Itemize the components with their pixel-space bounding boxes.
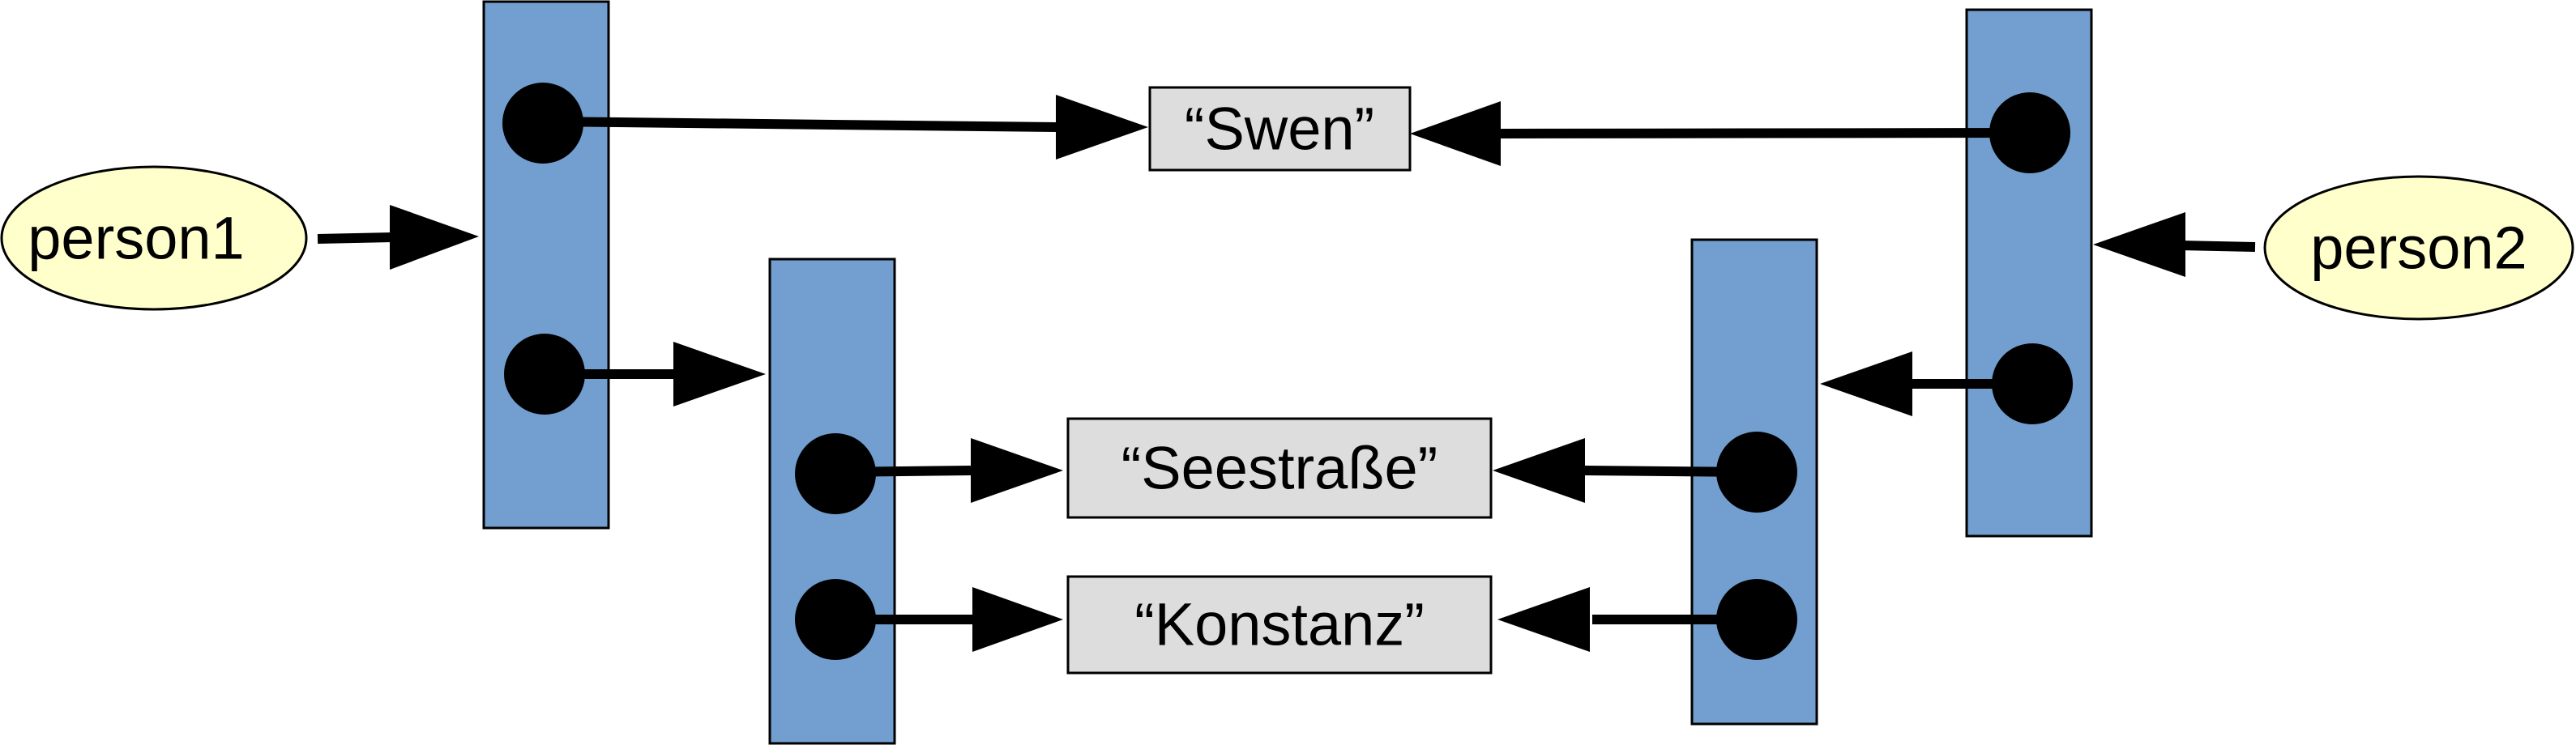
arrowhead-person1-var xyxy=(390,205,479,270)
arrowhead-person1-address xyxy=(673,342,766,407)
address2-city-field-dot xyxy=(1716,579,1797,660)
person2-address-field-dot xyxy=(1992,343,2073,424)
person2-name-field-dot xyxy=(1989,92,2070,173)
edge-person1-var xyxy=(317,232,394,244)
address1-city-field-dot xyxy=(795,579,876,660)
arrowhead-address1-street xyxy=(971,438,1063,503)
value-swen-box xyxy=(1148,86,1412,172)
arrowhead-person2-name xyxy=(1410,101,1501,166)
arrowheads xyxy=(390,95,2185,652)
variable-person2-oval xyxy=(2263,175,2574,321)
reference-dots xyxy=(502,83,2073,660)
variable-person2-label: person2 xyxy=(2310,215,2527,282)
address1-street-field-dot xyxy=(795,433,876,514)
reference-lines xyxy=(317,117,2256,624)
address2-street-field-dot xyxy=(1716,432,1797,513)
edge-person1-name xyxy=(540,117,1058,132)
arrowhead-address2-city xyxy=(1497,587,1590,652)
variable-person1-oval xyxy=(0,165,308,311)
person1-address-field-dot xyxy=(504,334,585,415)
edge-person2-var xyxy=(2179,241,2256,252)
edge-person2-name xyxy=(1498,128,2031,138)
arrowhead-address1-city xyxy=(972,587,1063,652)
value-swen-label: “Swen” xyxy=(1185,96,1374,163)
value-city-label: “Konstanz” xyxy=(1134,591,1425,658)
variable-person1-label: person1 xyxy=(28,205,244,272)
arrowhead-person2-var xyxy=(2093,212,2185,277)
person2-object-box xyxy=(1965,8,2093,538)
address1-object-box xyxy=(768,258,896,745)
value-city-box xyxy=(1066,575,1493,675)
value-street-label: “Seestraße” xyxy=(1121,435,1438,502)
person1-object-box xyxy=(482,0,610,530)
arrowhead-address2-street xyxy=(1493,438,1585,503)
person1-name-field-dot xyxy=(502,83,583,164)
arrowhead-person1-name xyxy=(1056,95,1148,160)
arrowhead-person2-address xyxy=(1820,351,1912,416)
value-street-box xyxy=(1066,417,1493,519)
